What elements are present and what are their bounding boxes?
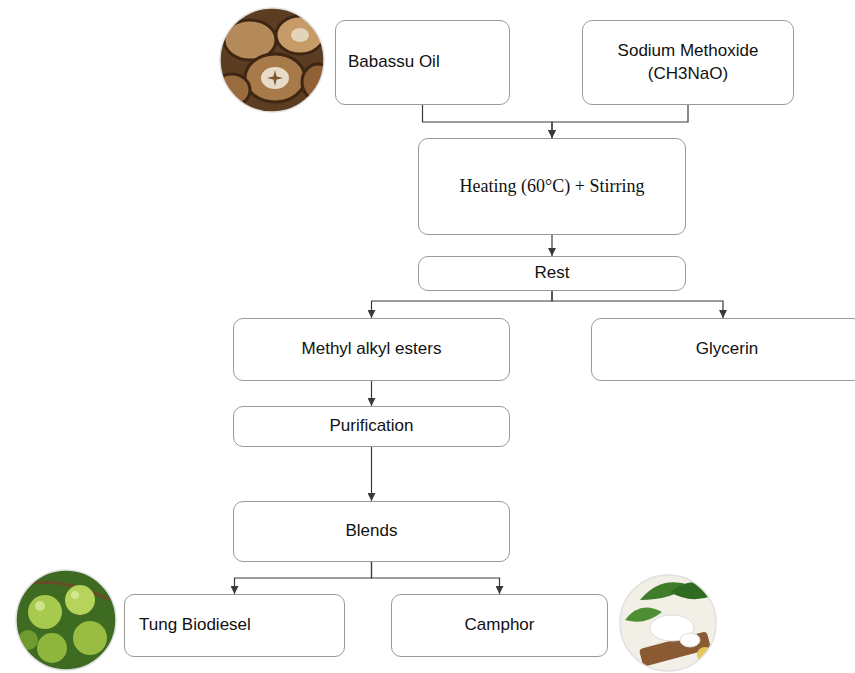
babassu-photo bbox=[214, 5, 334, 115]
box-label: Tung Biodiesel bbox=[139, 614, 251, 636]
box-label: Blends bbox=[346, 520, 398, 542]
box-label: Purification bbox=[329, 415, 413, 437]
process-box: Methyl alkyl esters bbox=[233, 318, 510, 381]
box-label: Glycerin bbox=[696, 338, 758, 360]
flow-arrow bbox=[372, 291, 553, 318]
box-label: Methyl alkyl esters bbox=[302, 338, 442, 360]
process-box: Rest bbox=[418, 256, 686, 291]
flow-arrow bbox=[371, 447, 372, 501]
flow-arrow bbox=[371, 381, 372, 406]
flow-arrow bbox=[423, 105, 553, 138]
flow-arrow bbox=[235, 562, 372, 594]
process-box: Blends bbox=[233, 501, 510, 562]
process-box: Sodium Methoxide (CH3NaO) bbox=[582, 20, 794, 105]
flow-arrow bbox=[551, 235, 552, 256]
flow-arrow bbox=[552, 291, 723, 318]
box-label: Sodium Methoxide (CH3NaO) bbox=[593, 40, 783, 84]
flow-arrow bbox=[552, 105, 688, 138]
process-box: Heating (60°C) + Stirring bbox=[418, 138, 686, 235]
process-box: Purification bbox=[233, 406, 510, 447]
camphor-photo bbox=[618, 573, 718, 673]
box-label: Heating (60°C) + Stirring bbox=[460, 175, 645, 198]
box-label: Rest bbox=[535, 262, 570, 284]
process-box: Glycerin bbox=[591, 318, 855, 381]
process-box: Babassu Oil bbox=[335, 20, 510, 105]
box-label: Babassu Oil bbox=[348, 51, 440, 73]
process-box: Tung Biodiesel bbox=[124, 594, 345, 657]
box-label: Camphor bbox=[465, 614, 535, 636]
flow-arrow bbox=[372, 562, 500, 594]
process-box: Camphor bbox=[391, 594, 608, 657]
tung-photo bbox=[14, 568, 118, 672]
